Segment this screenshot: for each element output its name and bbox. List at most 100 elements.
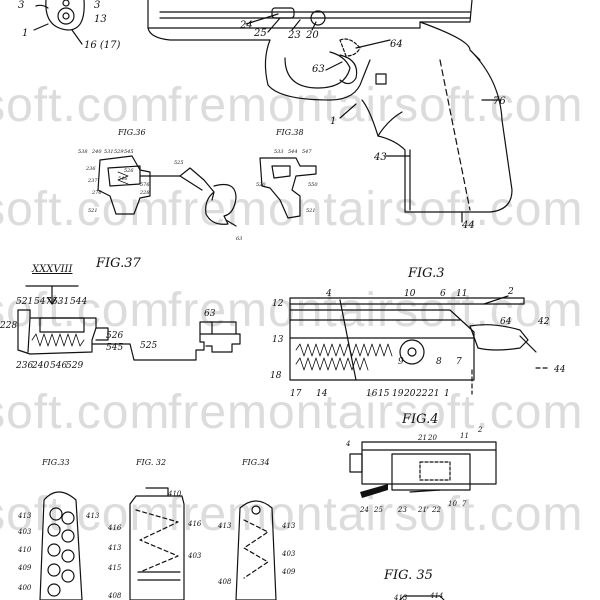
ref-label: 544 (70, 297, 87, 307)
ref-label: 521 (306, 208, 316, 214)
fig3-drawing: 4 10 6 11 2 12 13 18 17 14 16 15 19 20 2… (270, 287, 566, 399)
fig33-drawing: 413 413 403 410 409 400 (17, 491, 100, 600)
ref-label: 403 (187, 552, 202, 560)
trigger (339, 54, 358, 85)
fig32-drawing: 410 416 413 416 415 403 408 (107, 487, 202, 600)
ref-label: 17 (290, 389, 302, 399)
ref-label: 23 (397, 506, 407, 514)
fig38-drawing: 533 544 547 520 550 521 (256, 149, 318, 219)
ref-label: 547 (34, 297, 51, 307)
ref-label: 4 (325, 289, 332, 299)
ref-label: 1 (22, 28, 28, 39)
ref-label: 529 (66, 361, 83, 371)
ref-label: 525 (140, 341, 157, 351)
ref-label: 20 (305, 30, 319, 41)
ref-label: 16 (366, 389, 378, 399)
ref-label: 413 (393, 594, 408, 600)
ref-label: 22 (415, 389, 428, 399)
ref-label: 236 (15, 361, 33, 371)
ref-label: 413 (85, 512, 100, 520)
fig32-caption: FIG. 32 (136, 458, 167, 467)
ref-label: 42 (537, 317, 550, 327)
ref-label: 413 (107, 544, 122, 552)
fig37-drawing: 521 547 531 544 228 526 545 525 63 236 2… (0, 285, 241, 371)
fig36-drawing: 538 240 531 529 545 525 236 526 546 237 … (78, 149, 242, 242)
fig35-caption: FIG. 35 (384, 568, 433, 583)
ref-label: 1 (444, 389, 450, 399)
ref-label: 44 (553, 365, 566, 375)
fig4-drawing: 21 20 11 2 4 24 25 23 21' 22 10 7 (345, 426, 497, 514)
ref-label: 400 (17, 584, 32, 592)
ref-label: 4 (345, 440, 350, 448)
ref-label: 20 (403, 389, 416, 399)
ref-label: 403 (17, 528, 32, 536)
fig34-caption: FIG.34 (242, 458, 270, 467)
ref-label: 545 (124, 149, 134, 155)
ref-label: 13 (272, 335, 284, 345)
pistol-side-view: 24 25 23 20 64 63 1 76 43 44 (147, 0, 513, 231)
ref-label: 9 (398, 357, 404, 367)
ref-label: 14 (316, 389, 328, 399)
section-marker: XXXVIII (32, 264, 73, 275)
ref-label: 64 (500, 317, 512, 327)
ref-label: 413 (217, 522, 232, 530)
ref-label: 25 (253, 28, 267, 39)
ref-label: 21 (417, 434, 427, 442)
ref-label: 526 (124, 168, 134, 174)
ref-label: 415 (107, 564, 122, 572)
ref-label: 15 (378, 389, 390, 399)
ref-label: 408 (217, 578, 232, 586)
ref-label: 18 (270, 371, 282, 381)
ref-label: 11 (456, 289, 467, 299)
ref-label: 414 (429, 592, 443, 600)
ref-label: 521 (16, 297, 33, 307)
ref-label: 520 (256, 182, 266, 188)
ref-label: 545 (106, 343, 123, 353)
ref-label: 416 (107, 524, 122, 532)
ref-label: 24 (239, 20, 253, 31)
ref-label: 546 (118, 176, 128, 182)
ref-label: 3 (94, 0, 100, 11)
ref-label: 24 (359, 506, 369, 514)
ref-label: 546 (50, 361, 67, 371)
fig33-caption: FIG.33 (42, 458, 70, 467)
ref-label: 21' (417, 506, 429, 514)
ref-label: 409 (281, 568, 296, 576)
ref-label: 20 (427, 434, 437, 442)
ref-label: 533 (274, 149, 284, 155)
ref-label: 408 (107, 592, 122, 600)
ref-label: 43 (373, 152, 387, 163)
ref-label: 416 (187, 520, 202, 528)
ref-label: 544 (288, 149, 298, 155)
ref-label: 526 (106, 331, 123, 341)
ref-label: 63 (204, 309, 216, 319)
ref-label: 19 (392, 389, 404, 399)
ref-label: 8 (436, 357, 442, 367)
fig37-caption: FIG.37 (96, 256, 141, 271)
ref-label: 64 (390, 39, 403, 50)
ref-label: 409 (17, 564, 32, 572)
ref-label: 23 (287, 30, 301, 41)
ref-label: 12 (272, 299, 284, 309)
ref-label: 529 (114, 149, 124, 155)
ref-label: 531 (52, 297, 69, 307)
ref-label: 21 (427, 389, 439, 399)
ref-label: 525 (174, 160, 184, 166)
ref-label: 403 (281, 550, 296, 558)
ref-label: 11 (460, 432, 469, 440)
fig35-drawing: 413 414 (393, 592, 445, 600)
ref-label: 16 (17) (84, 40, 121, 51)
ref-label: 7 (456, 357, 462, 367)
ref-label: 63 (312, 64, 325, 75)
ref-label: 63 (236, 236, 242, 242)
ref-label: 410 (167, 490, 182, 498)
ref-label: 538 (78, 149, 88, 155)
ref-label: 10 (448, 500, 457, 508)
ref-label: 237 (87, 178, 98, 184)
ref-label: 576 (140, 182, 150, 188)
ref-label: 236 (85, 166, 96, 172)
ref-label: 76 (493, 96, 506, 107)
magazine-catch-detail: 3 3 13 1 16 (17) (18, 0, 121, 51)
ref-label: 228 (0, 321, 17, 331)
